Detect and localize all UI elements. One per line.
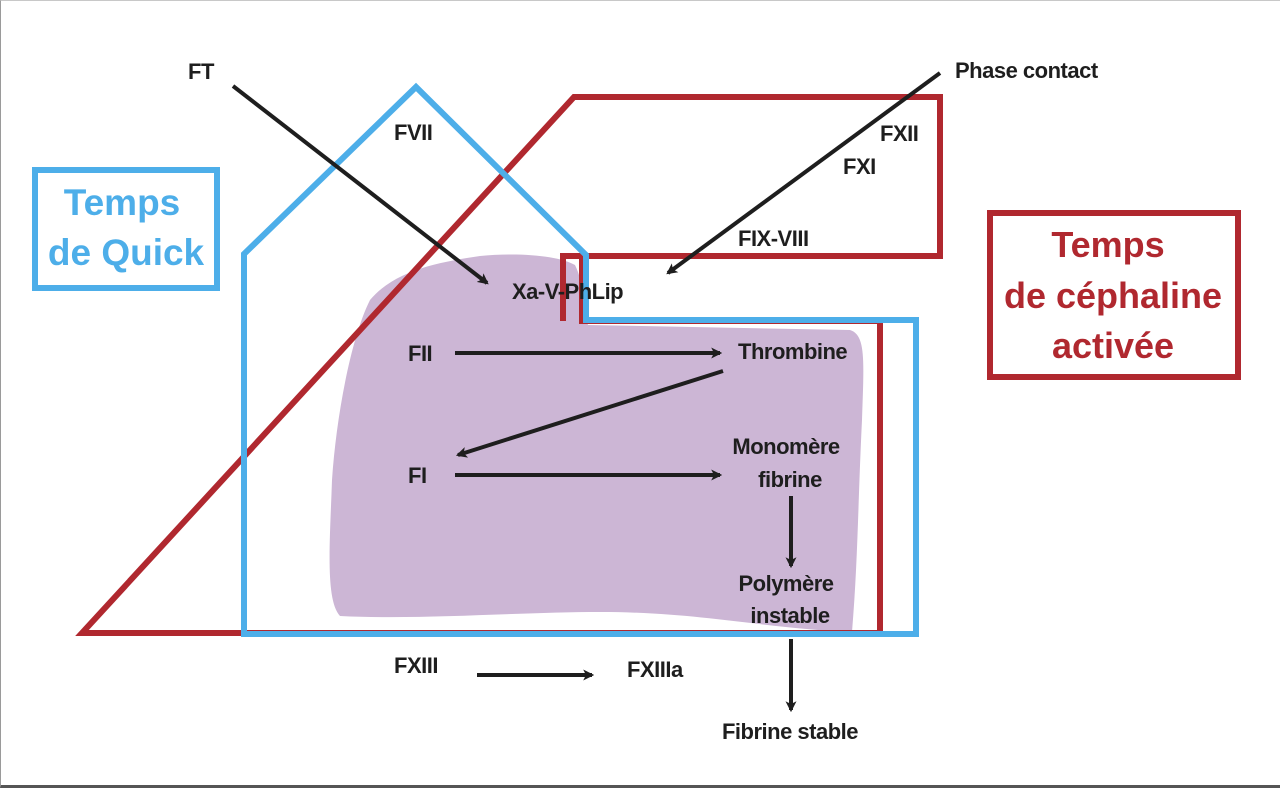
fxiiia-label: FXIIIa [627, 657, 684, 682]
ft-label: FT [188, 59, 215, 84]
fvii-label: FVII [394, 120, 432, 145]
polymere-label-line1: Polymère [738, 571, 833, 596]
phase-contact-arrow [666, 71, 942, 275]
fxiii-label: FXIII [394, 653, 438, 678]
tca-pathway-inner-edge [560, 253, 582, 321]
monomere-label-line1: Monomère [732, 434, 840, 459]
monomere-label-line2: fibrine [758, 467, 822, 492]
prothrombinase-label: Xa-V-PhLip [512, 279, 623, 304]
quick-legend-line1: Temps [64, 182, 181, 223]
fxii-label: FXII [880, 121, 918, 146]
fix-viii-label: FIX-VIII [738, 226, 809, 251]
fi-label: FI [408, 463, 427, 488]
thrombine-to-fi-arrow [455, 369, 724, 458]
phase-contact-label: Phase contact [955, 58, 1099, 83]
tca-legend-box [987, 210, 1241, 380]
quick-legend-line2: de Quick [48, 232, 205, 273]
fii-label: FII [408, 341, 432, 366]
common-pathway-region [329, 254, 864, 633]
fibrine-stable-label: Fibrine stable [722, 719, 858, 744]
fxi-label: FXI [843, 154, 876, 179]
thrombine-label: Thrombine [738, 339, 847, 364]
quick-legend-box [32, 167, 220, 291]
polymere-label-line2: instable [750, 603, 829, 628]
tca-legend-line3: activée [1052, 325, 1174, 366]
tca-legend-line1: Temps [1051, 224, 1164, 265]
tca-legend-line2: de céphaline [1004, 275, 1222, 316]
quick-pathway-outline [241, 82, 919, 637]
ft-arrow [231, 84, 489, 285]
